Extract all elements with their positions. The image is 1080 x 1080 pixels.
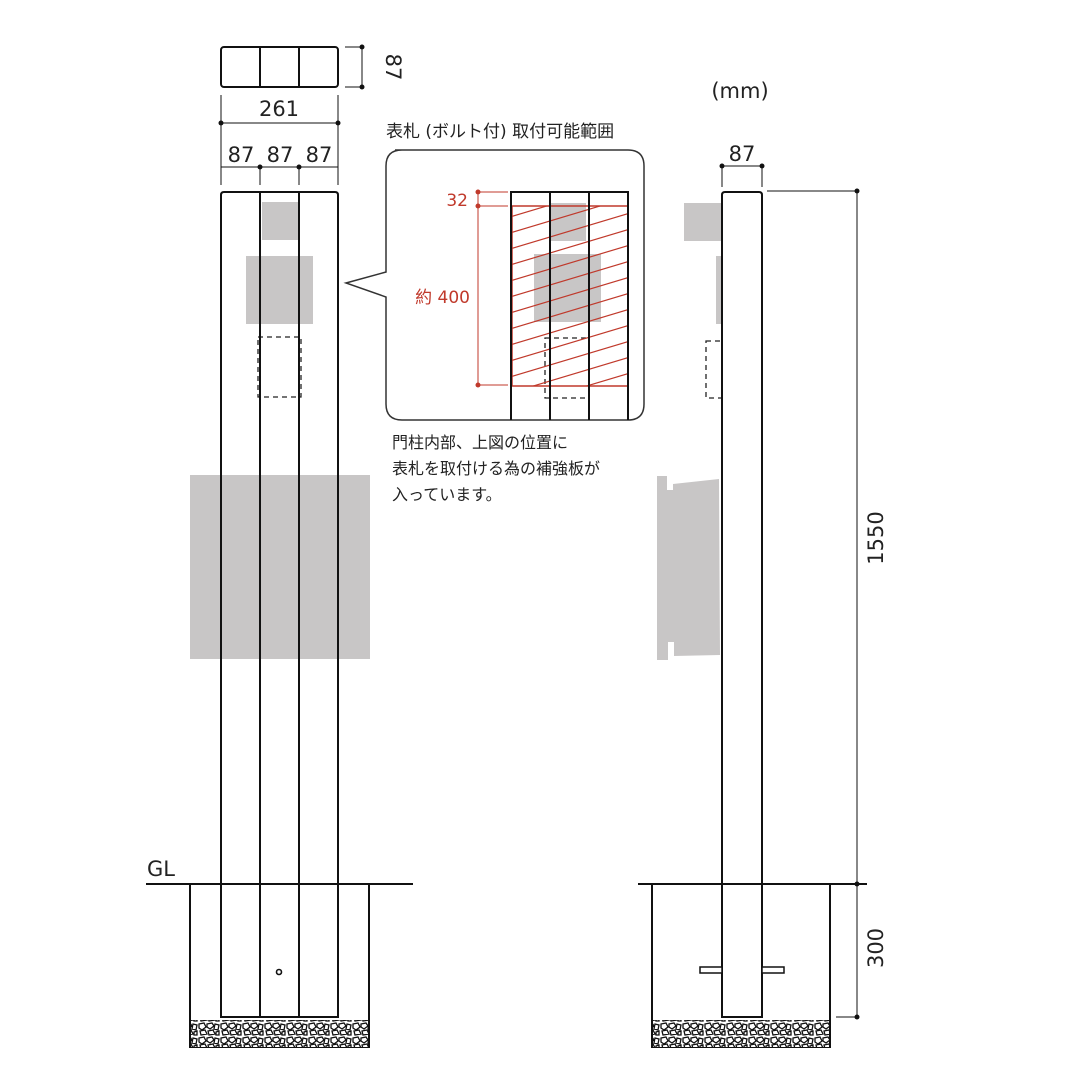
- light-fixture: [262, 202, 298, 240]
- callout-title: 表札 (ボルト付) 取付可能範囲: [386, 122, 614, 142]
- note-line-3: 入っています。: [392, 485, 502, 504]
- side-width-label: 87: [729, 142, 756, 166]
- note-line-1: 門柱内部、上図の位置に: [392, 433, 569, 452]
- front-elevation: [146, 191, 413, 1048]
- detail-callout: [343, 149, 645, 421]
- range-height-label: 約 400: [415, 288, 470, 308]
- units-label: (mm): [711, 79, 768, 103]
- total-width-label: 261: [259, 97, 299, 121]
- intercom-outline: [257, 336, 302, 398]
- embed-depth-label: 300: [864, 928, 888, 968]
- note-line-2: 表札を取付ける為の補強板が: [392, 459, 601, 478]
- side-elevation: [638, 163, 867, 1048]
- top-offset-label: 32: [446, 191, 468, 211]
- segment-width-1: 87: [228, 143, 255, 167]
- ground-level-label: GL: [147, 857, 175, 881]
- top-plan-section: [218, 44, 365, 185]
- height-label: 1550: [864, 511, 888, 564]
- mailbox: [190, 475, 370, 659]
- depth-label: 87: [381, 54, 405, 81]
- segment-width-3: 87: [306, 143, 333, 167]
- segment-width-2: 87: [267, 143, 294, 167]
- nameplate-area: [246, 256, 313, 324]
- callout-note: 門柱内部、上図の位置に 表札を取付ける為の補強板が 入っています。: [392, 430, 662, 508]
